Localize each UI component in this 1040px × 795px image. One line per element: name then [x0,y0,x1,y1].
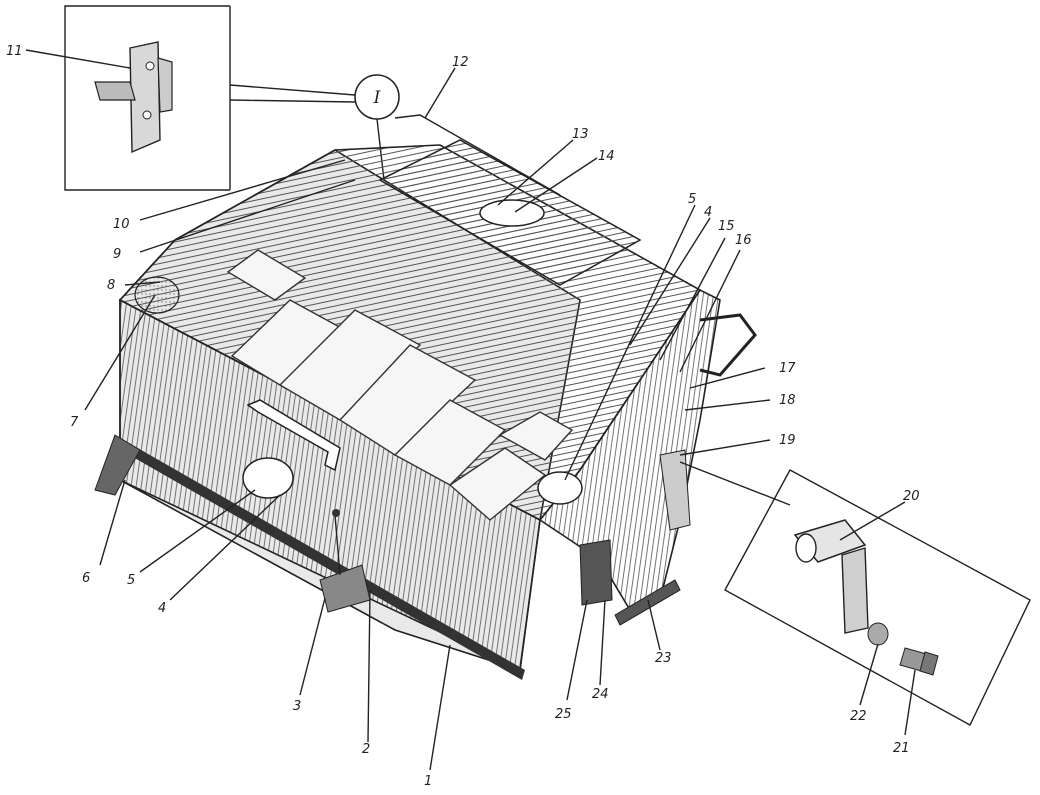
callout-14: 14 [598,149,615,164]
callout-24: 24 [592,687,609,702]
callout-3: 3 [293,699,301,714]
callout-labels: 11 12 10 9 8 7 13 14 5 4 15 16 17 18 19 … [6,44,920,789]
callout-19: 19 [779,433,796,448]
callout-5a: 5 [688,192,696,207]
callout-10: 10 [113,217,130,232]
callout-16: 16 [735,233,752,248]
callout-12: 12 [452,55,469,70]
callout-4b: 4 [158,601,166,616]
callout-1: 1 [424,774,432,789]
leader-lines [25,49,916,771]
fastener-detail [679,461,1031,726]
callout-9: 9 [113,247,121,262]
detail-inset [64,5,356,191]
callout-21: 21 [893,741,910,756]
callout-2: 2 [362,742,370,757]
callout-13: 13 [572,127,589,142]
callout-20: 20 [903,489,920,504]
svg-text:I: I [373,88,381,108]
callout-5b: 5 [127,573,135,588]
callout-23: 23 [655,651,672,666]
callout-8: 8 [107,278,115,293]
callout-4a: 4 [704,205,712,220]
hood-body [94,114,757,680]
callout-17: 17 [779,361,796,376]
callout-18: 18 [779,393,796,408]
callout-6: 6 [82,571,90,586]
callout-11: 11 [6,44,23,59]
callout-7: 7 [70,415,79,430]
callout-15: 15 [718,219,735,234]
callout-25: 25 [555,707,572,722]
callout-22: 22 [850,709,867,724]
